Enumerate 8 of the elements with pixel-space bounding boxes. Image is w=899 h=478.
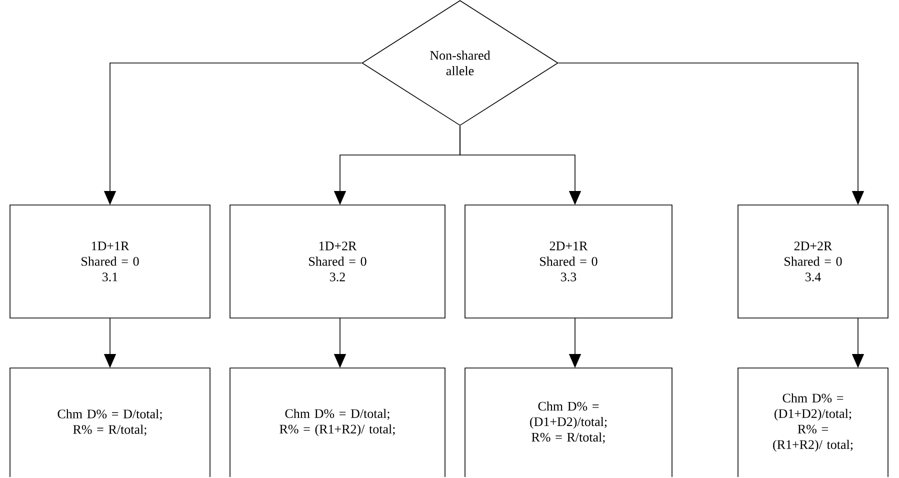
process-box: 2D+1R Shared = 0 3.3 xyxy=(464,204,672,318)
result-box: Chm D% = D/total; R% = R/total; xyxy=(10,368,210,478)
process-box: 1D+1R Shared = 0 3.1 xyxy=(10,204,210,318)
result-box: Chm D% = (D1+D2)/total; R% = R/total; xyxy=(464,368,672,478)
result-box: Chm D% = (D1+D2)/total; R% = (R1+R2)/ total; xyxy=(738,368,888,478)
result-box: Chm D% = D/total; R% = (R1+R2)/ total; xyxy=(230,368,446,478)
process-box: 1D+2R Shared = 0 3.2 xyxy=(230,204,446,318)
process-box: 2D+2R Shared = 0 3.4 xyxy=(738,204,888,318)
